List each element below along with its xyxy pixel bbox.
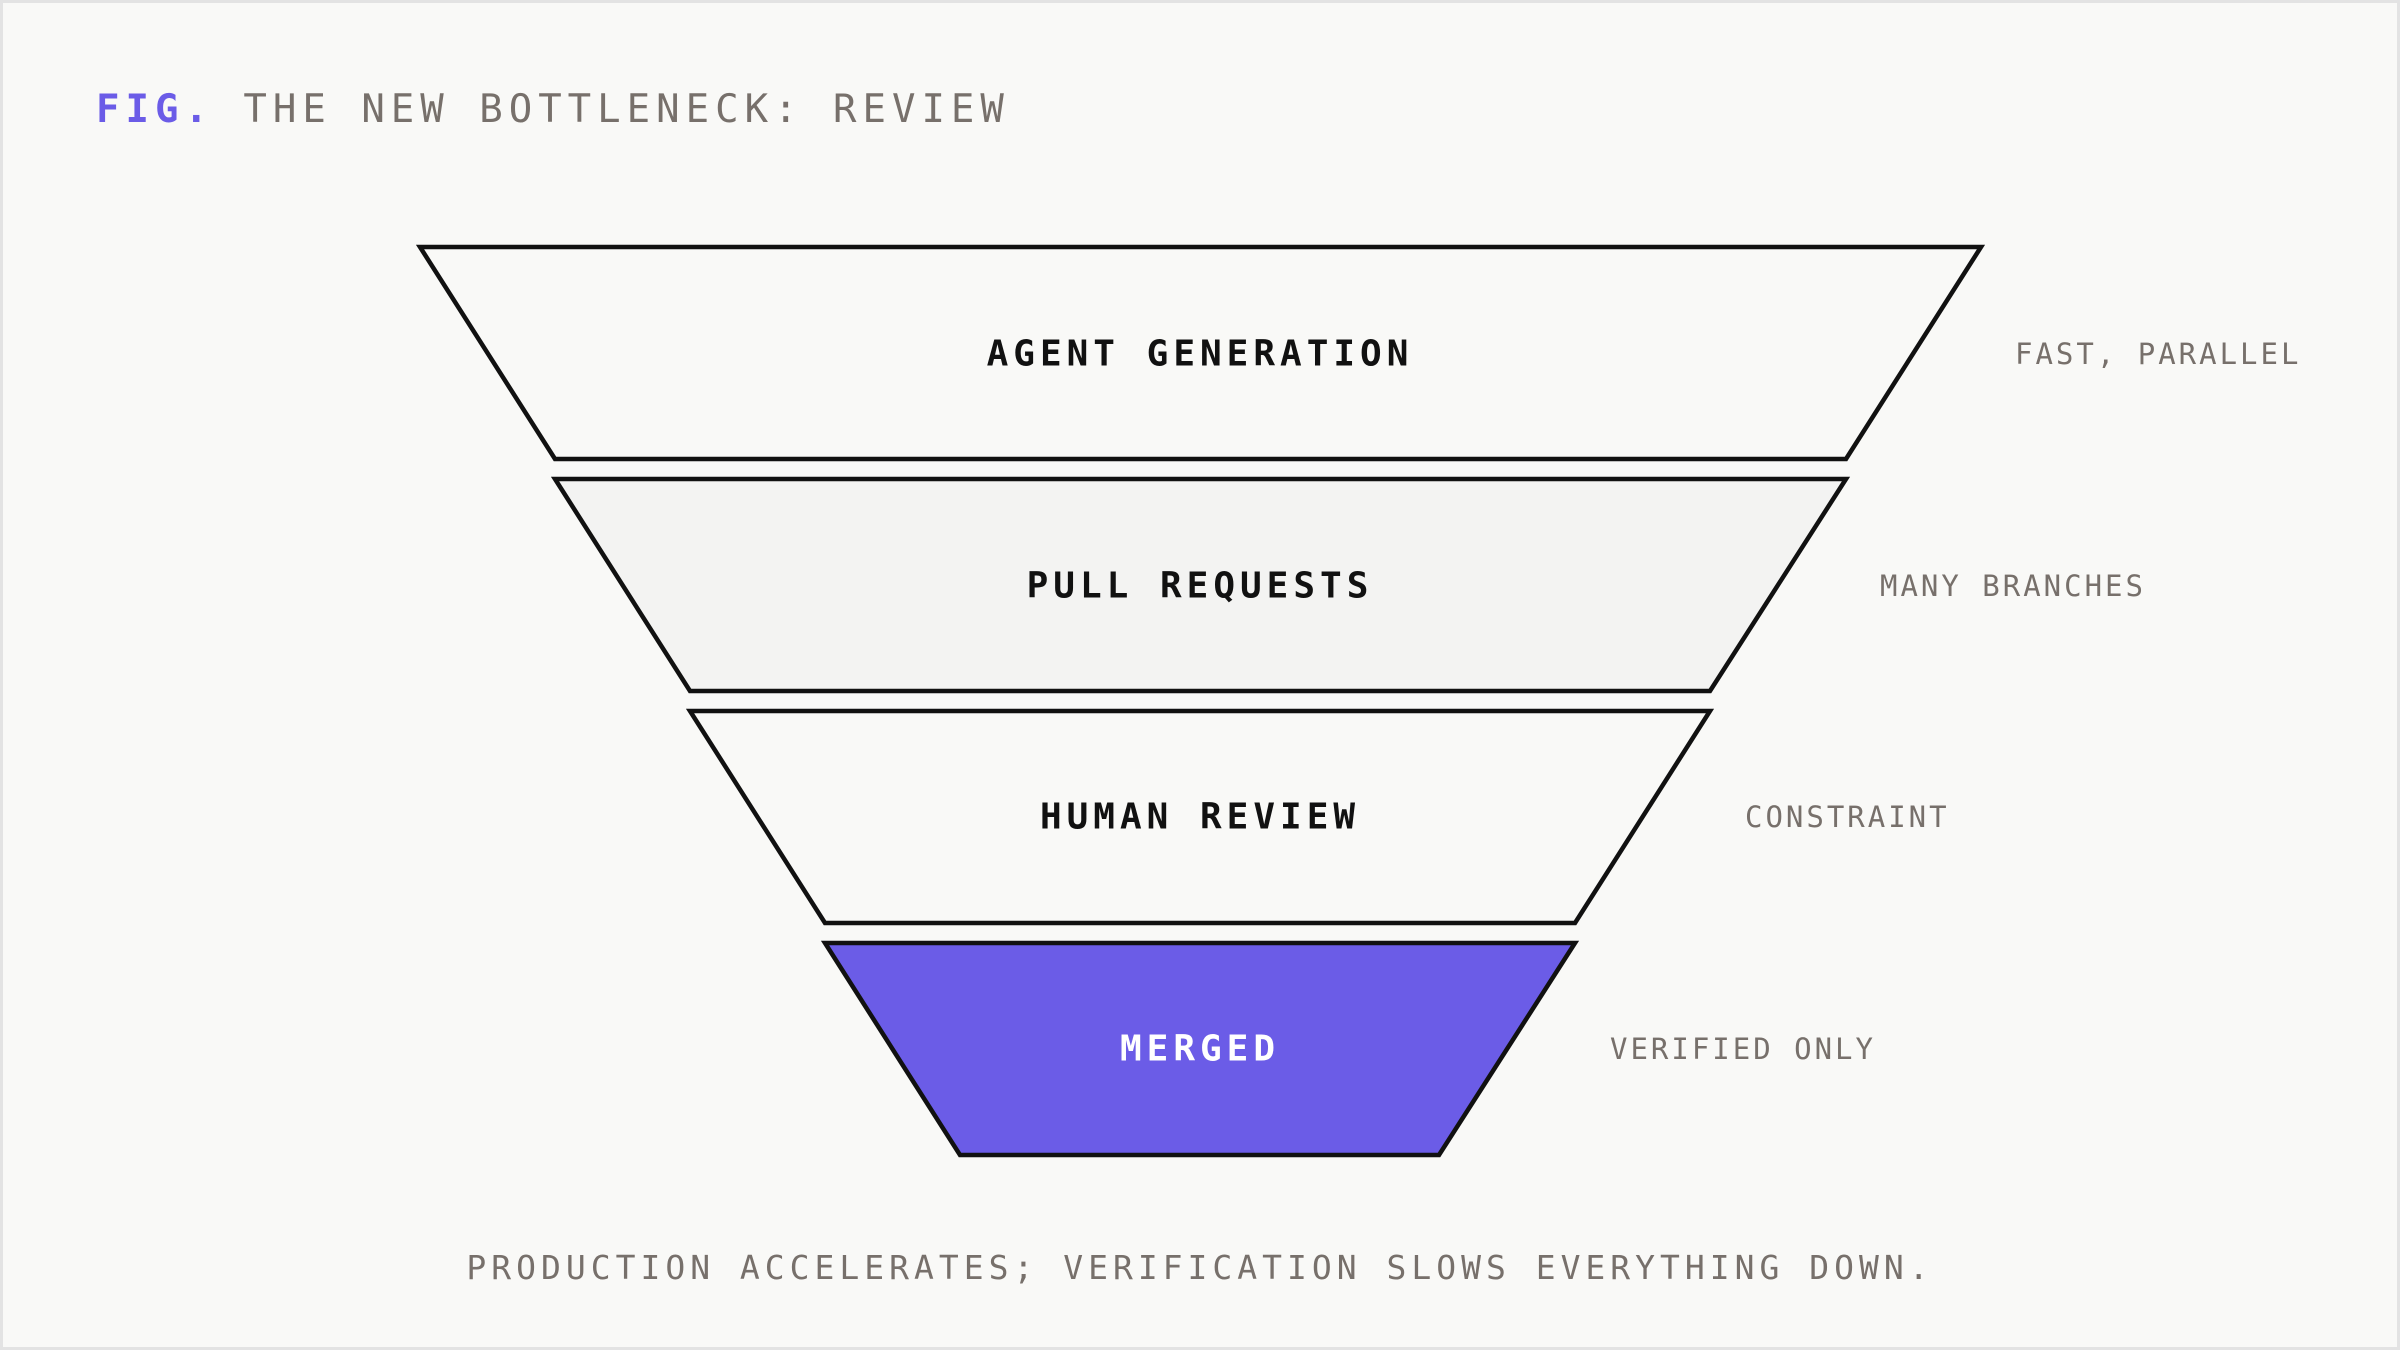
figure-title-text: THE NEW BOTTLENECK: REVIEW bbox=[243, 87, 1010, 132]
figure-prefix: FIG. bbox=[96, 87, 214, 132]
stage-label: HUMAN REVIEW bbox=[1040, 797, 1360, 838]
figure-caption: PRODUCTION ACCELERATES; VERIFICATION SLO… bbox=[466, 1248, 1934, 1287]
stage-label: AGENT GENERATION bbox=[987, 334, 1414, 375]
funnel-stage-merged: MERGED VERIFIED ONLY bbox=[820, 940, 1876, 1158]
stage-shape bbox=[550, 476, 1851, 694]
stage-label: MERGED bbox=[1120, 1029, 1280, 1070]
funnel-stage-pull-requests: PULL REQUESTS MANY BRANCHES bbox=[550, 476, 2146, 694]
stage-shape bbox=[685, 708, 1715, 926]
stage-note: CONSTRAINT bbox=[1745, 800, 1950, 834]
funnel-stage-human-review: HUMAN REVIEW CONSTRAINT bbox=[685, 708, 1950, 926]
stage-note: FAST, PARALLEL bbox=[2015, 337, 2301, 371]
stage-note: MANY BRANCHES bbox=[1880, 569, 2146, 603]
funnel-stage-agent-generation: AGENT GENERATION FAST, PARALLEL bbox=[415, 244, 2301, 462]
figure-title: FIG. THE NEW BOTTLENECK: REVIEW bbox=[96, 84, 1010, 136]
stage-note: VERIFIED ONLY bbox=[1610, 1032, 1876, 1066]
stage-shape bbox=[415, 244, 1986, 462]
stage-shape bbox=[820, 940, 1580, 1158]
stage-label: PULL REQUESTS bbox=[1027, 566, 1374, 607]
